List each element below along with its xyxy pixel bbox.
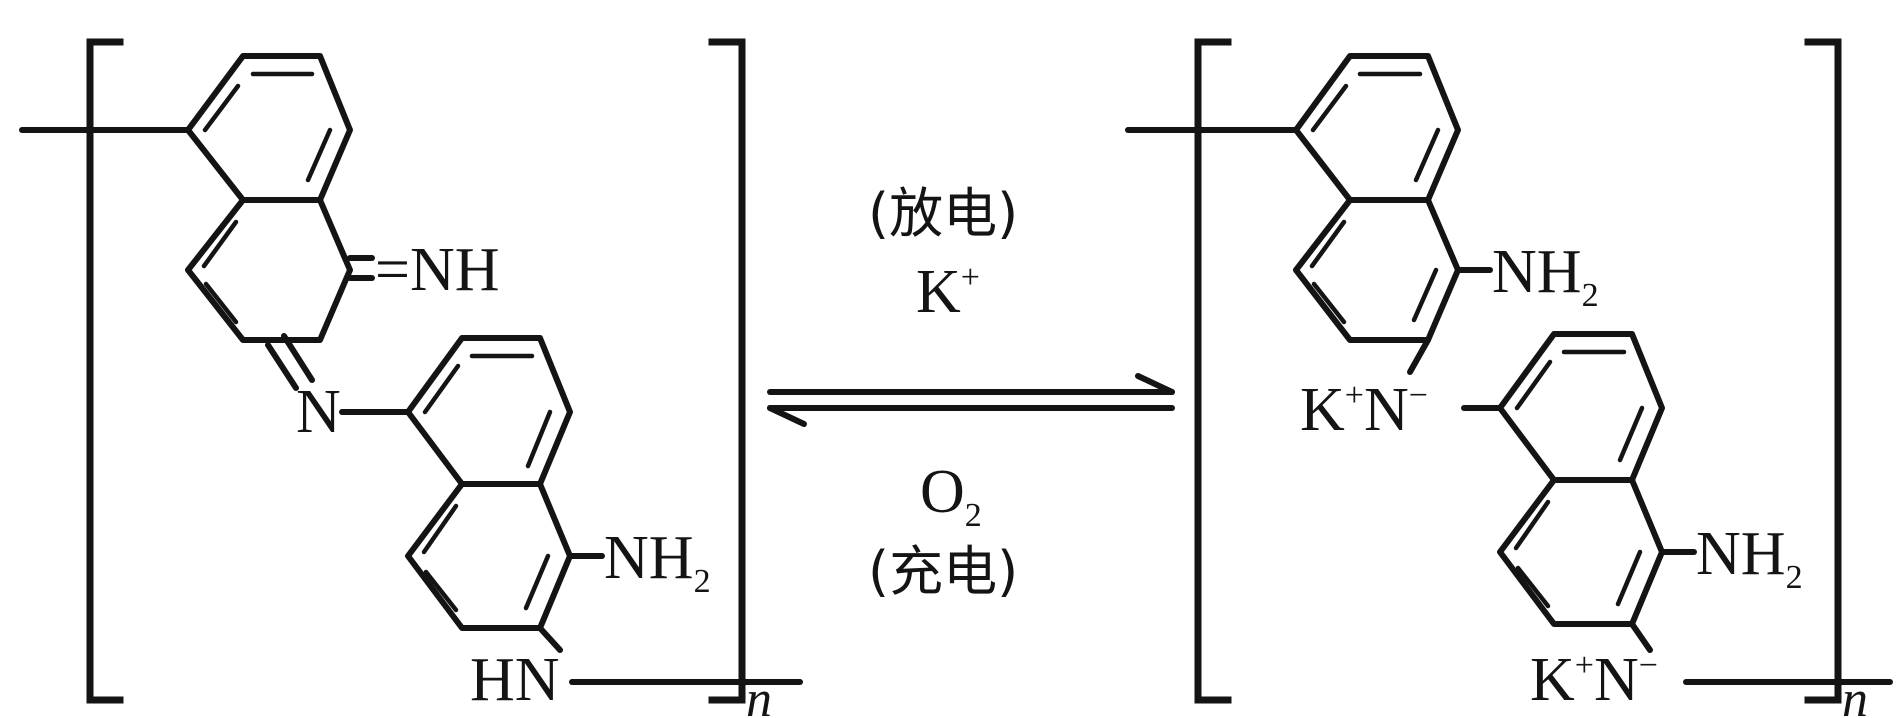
product-lower-ring-b-inner1 (1513, 499, 1551, 551)
product-structure: NH2 K+N− NH2 K+N− n (1125, 38, 1893, 718)
reactant-sec-amine-bond (537, 625, 563, 653)
product-bridge-bond-up (1407, 337, 1431, 375)
reactant-lower-ring-b-inner3 (523, 553, 551, 611)
reactant-lower-ring-b-inner1 (421, 503, 459, 555)
product-repeat-index: n (1842, 671, 1868, 718)
product-upper-ring-a-inner3 (1310, 83, 1349, 133)
reactant-bridge-double-1 (265, 342, 299, 391)
product-upper-ring-a-inner2 (1413, 127, 1441, 183)
reactant-bridge-double-2 (281, 333, 315, 383)
reaction-arrow-group: (放电) K+ O2 (充电) (767, 182, 1175, 603)
product-upper-ring-b-inner1 (1309, 219, 1347, 269)
reactant-repeat-index: n (746, 671, 772, 718)
product-left-bracket (1194, 38, 1232, 704)
product-bridge-label: K+N− (1300, 376, 1428, 444)
reactant-lower-ring-a-inner2 (525, 409, 553, 469)
product-amine-bottom-label: NH2 (1696, 520, 1803, 596)
product-lower-ring-b-inner2 (1515, 565, 1551, 609)
product-bottom-bond (1629, 621, 1653, 653)
reactant-upper-ring-a (185, 53, 353, 203)
reactant-lower-ring-a (405, 335, 573, 487)
reverse-condition-label: (充电) (868, 540, 1018, 603)
product-upper-ring-b-inner2 (1311, 281, 1347, 325)
reactant-amine-label: NH2 (604, 524, 711, 600)
product-upper-ring-b-inner3 (1411, 267, 1439, 323)
reactant-lower-ring-b-inner2 (423, 569, 459, 613)
reactant-lower-ring-a-inner3 (422, 363, 461, 415)
reactant-sec-amine-label: HN (470, 646, 560, 714)
reactant-right-bracket (708, 38, 746, 704)
forward-reagent-label: K+ (916, 258, 980, 326)
product-lower-ring-b-inner3 (1615, 549, 1643, 607)
reverse-arrow-head (767, 405, 807, 427)
reactant-upper-ring-a-inner2 (305, 127, 333, 183)
product-lower-ring-a (1497, 331, 1665, 483)
forward-condition-label: (放电) (868, 182, 1018, 245)
reverse-reagent-label: O2 (920, 458, 982, 534)
product-upper-ring-a (1293, 53, 1461, 203)
reactant-structure: =NH N NH2 HN n (19, 38, 803, 718)
reactant-upper-ring-a-inner3 (202, 83, 241, 133)
product-lower-ring-a-inner2 (1617, 405, 1645, 463)
product-bottom-label: K+N− (1530, 646, 1658, 714)
product-amine-top-label: NH2 (1492, 238, 1599, 314)
reactant-upper-ring-b-inner2 (203, 281, 239, 325)
reactant-upper-ring-b-inner1 (201, 219, 239, 269)
reactant-imine-label: =NH (375, 236, 500, 304)
product-right-bracket (1804, 38, 1842, 704)
reactant-bridge-n-label: N (296, 378, 341, 446)
product-lower-ring-a-inner3 (1514, 359, 1553, 411)
reactant-left-bracket (86, 38, 124, 704)
forward-arrow-head (1135, 373, 1175, 395)
reactant-upper-ring-b (185, 197, 353, 343)
